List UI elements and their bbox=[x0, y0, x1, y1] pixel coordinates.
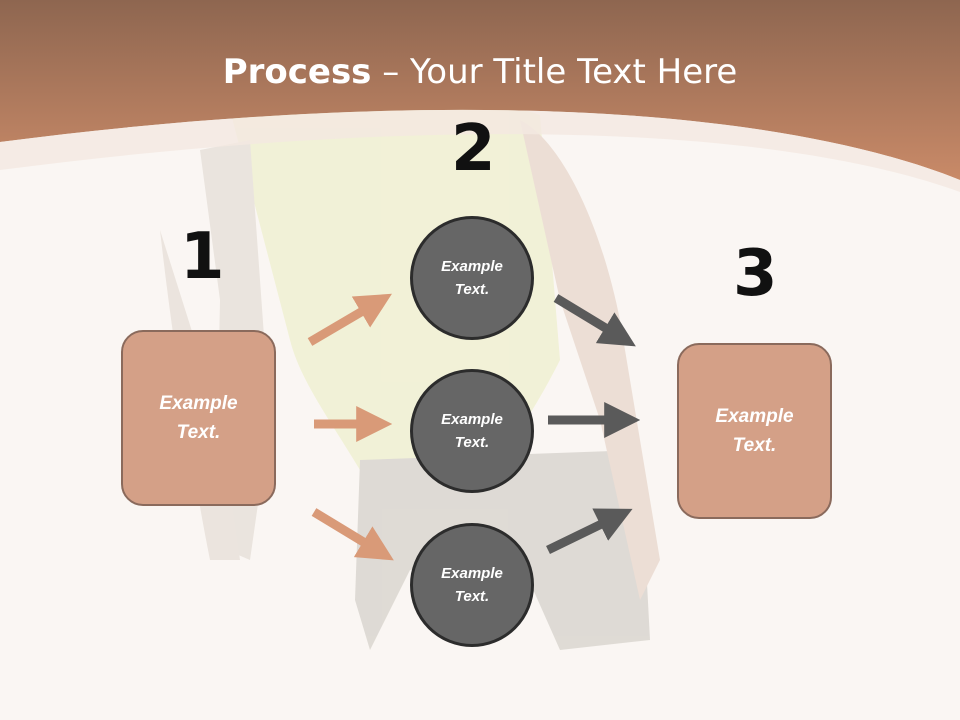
step-2-text-middle: Example Text. bbox=[441, 411, 503, 451]
step-2-number: 2 bbox=[451, 112, 496, 186]
step-3-box: Example Text. bbox=[677, 343, 832, 519]
step-3-text: Example Text. bbox=[715, 406, 794, 456]
step-2-circle-bottom: Example Text. bbox=[410, 523, 534, 647]
step-2-text-bottom: Example Text. bbox=[441, 565, 503, 605]
step-2-circle-top: Example Text. bbox=[410, 216, 534, 340]
arrow-2c-to-3 bbox=[546, 508, 633, 555]
step-1-text: Example Text. bbox=[159, 393, 238, 443]
step-2-text-top: Example Text. bbox=[441, 258, 503, 298]
step-3-number: 3 bbox=[733, 237, 778, 311]
step-1-box: Example Text. bbox=[121, 330, 276, 506]
header-band bbox=[0, 0, 960, 180]
title-strong: Process bbox=[222, 52, 372, 92]
step-1-number: 1 bbox=[180, 220, 225, 294]
arrow-1-to-2c bbox=[311, 508, 394, 561]
slide-title: Process – Your Title Text Here bbox=[0, 52, 960, 92]
arrow-2a-to-3 bbox=[553, 294, 636, 347]
arrow-1-to-2a bbox=[307, 293, 392, 346]
step-2-circle-middle: Example Text. bbox=[410, 369, 534, 493]
title-rest: – Your Title Text Here bbox=[371, 52, 738, 92]
